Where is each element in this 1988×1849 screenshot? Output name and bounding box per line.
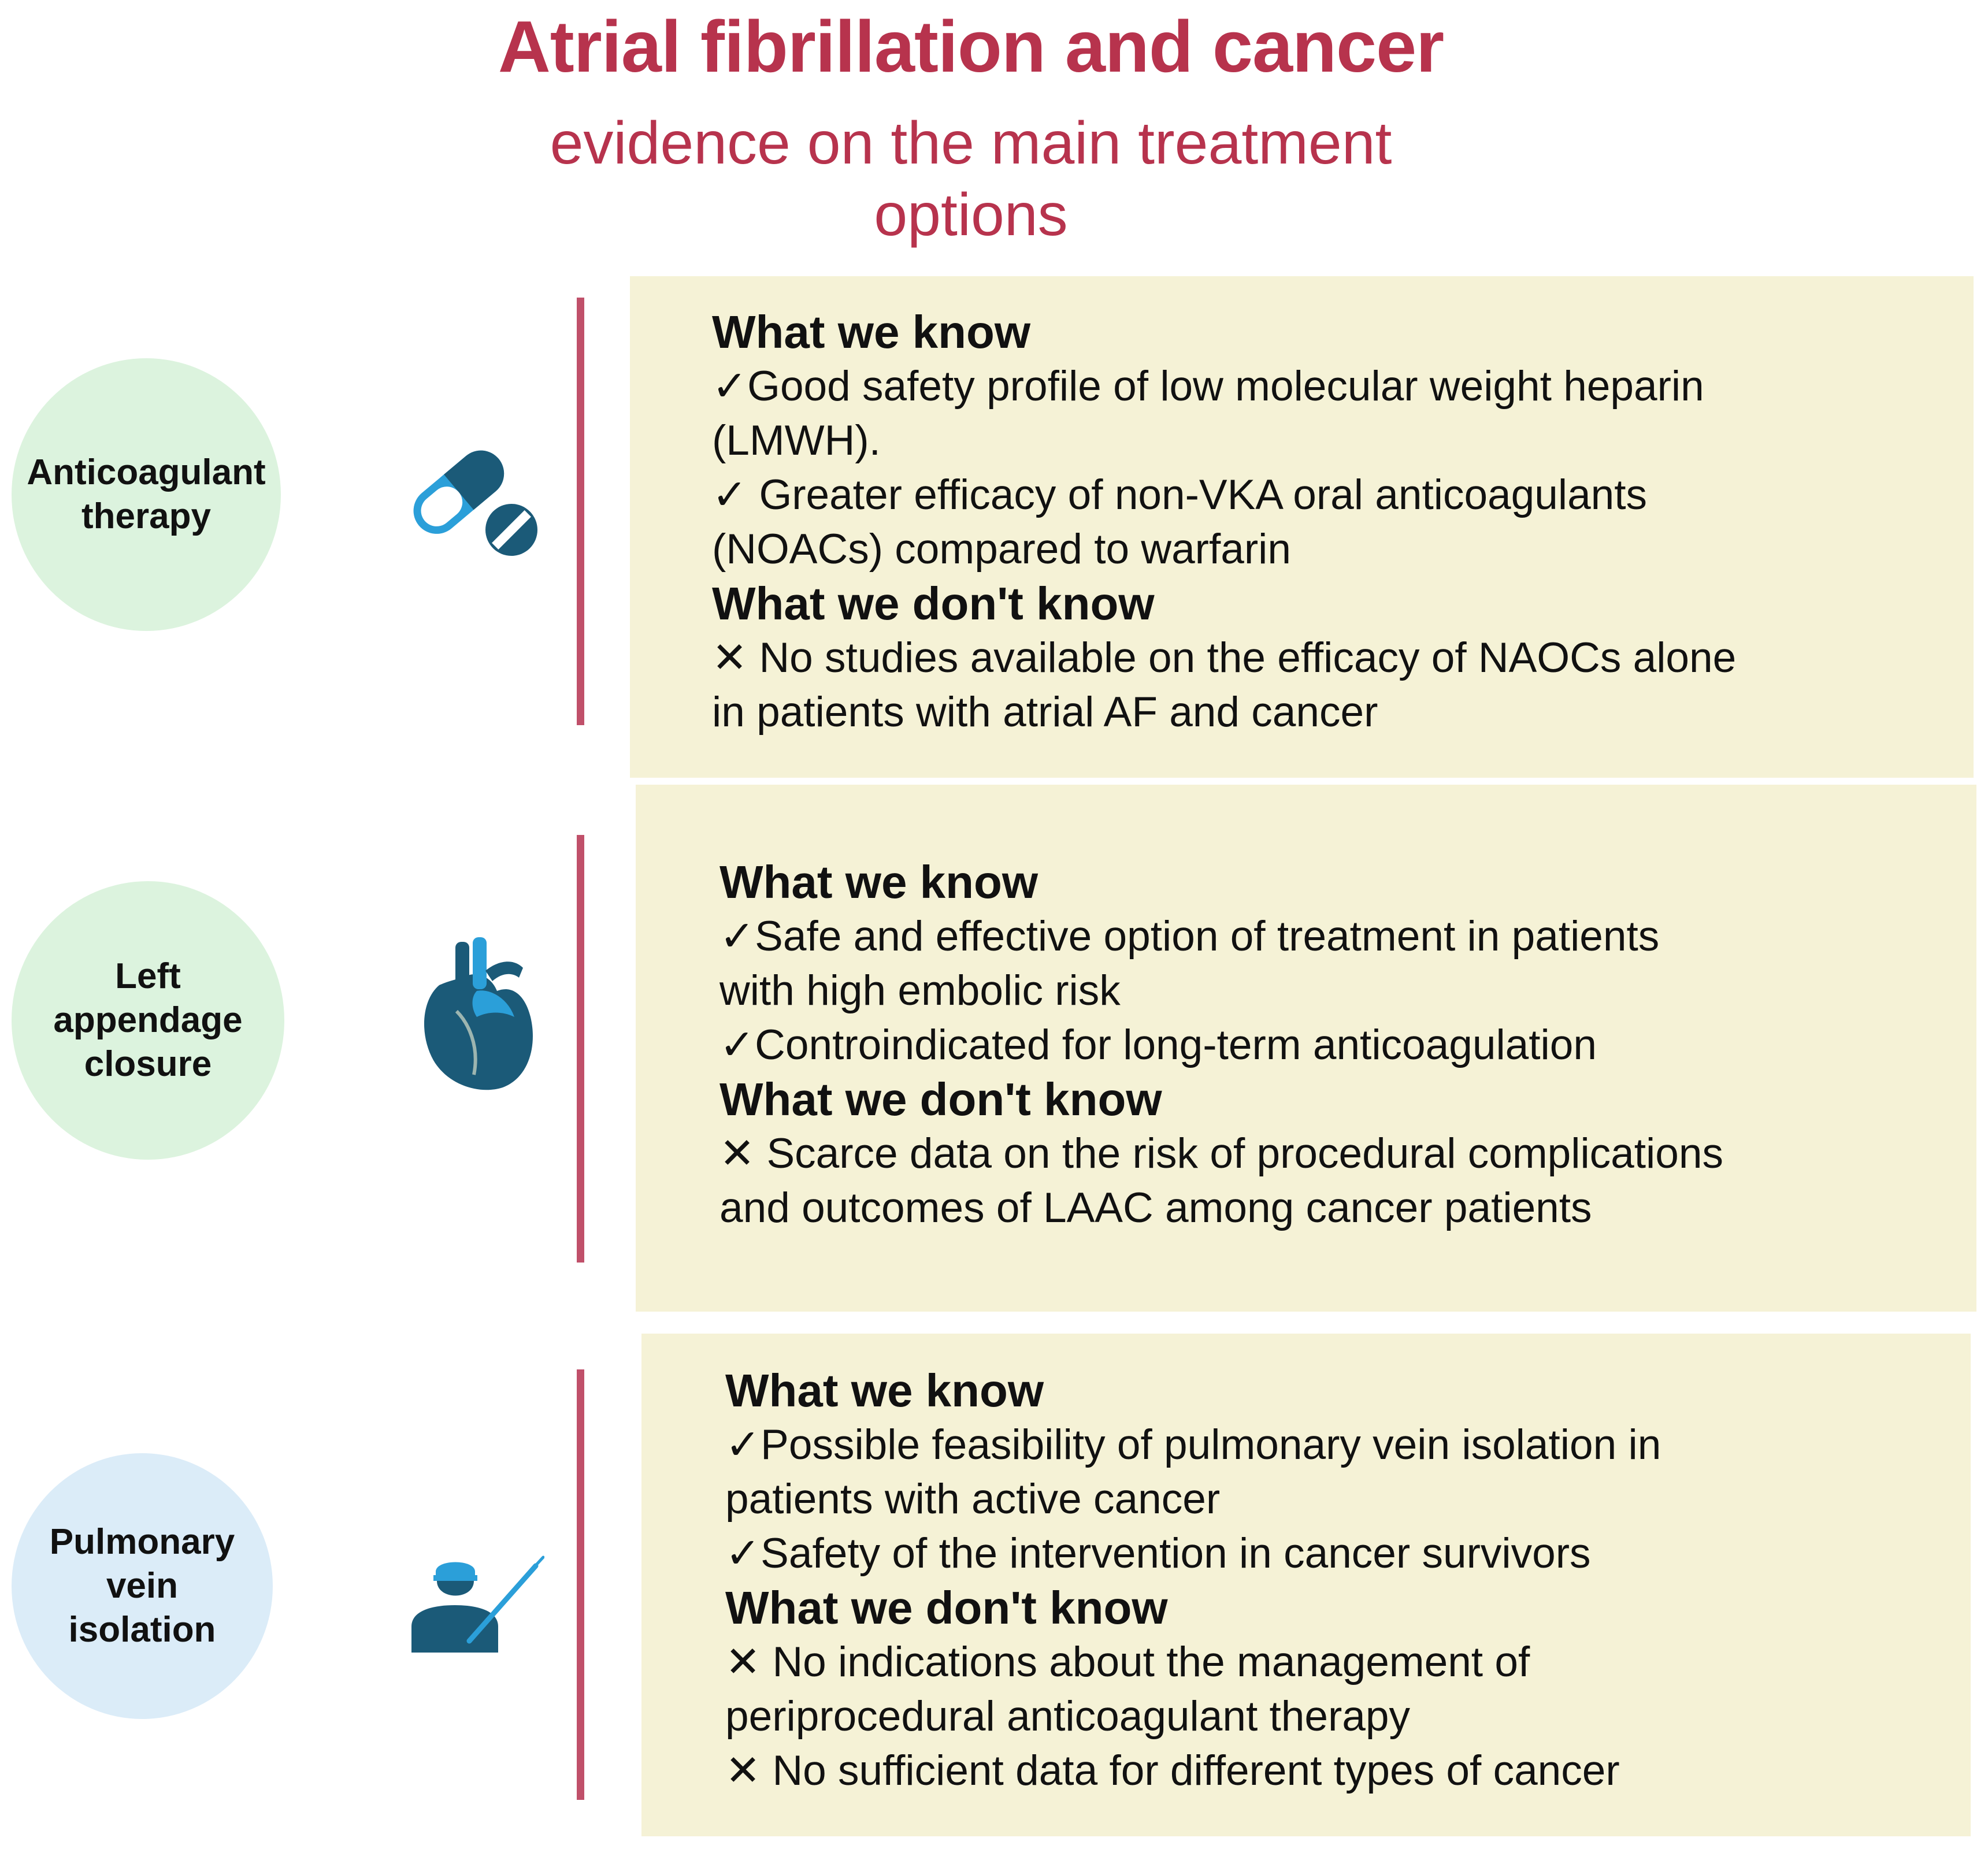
page-title: Atrial fibrillation and cancer: [498, 6, 1444, 87]
know-line: ✓ Greater efficacy of non-VKA oral antic…: [712, 471, 1648, 518]
what-we-know-heading: What we know: [712, 306, 1031, 358]
know-line: (NOACs) compared to warfarin: [712, 526, 1292, 573]
circle-label-line: Anticoagulant: [27, 452, 266, 492]
dont-know-line: ✕ No indications about the management of: [725, 1639, 1530, 1685]
dont-know-line: ✕ No studies available on the efficacy o…: [712, 634, 1737, 681]
know-line: ✓Safety of the intervention in cancer su…: [725, 1530, 1591, 1577]
what-we-know-heading: What we know: [725, 1365, 1044, 1416]
know-line: ✓Safe and effective option of treatment …: [719, 913, 1660, 960]
circle-pulmonary-vein-isolation: Pulmonary vein isolation: [12, 1453, 273, 1719]
circle-anticoagulant-therapy: Anticoagulant therapy: [12, 358, 281, 631]
circle-label-line: vein: [106, 1566, 179, 1606]
surgeon-icon: [411, 1555, 544, 1653]
circle-left-appendage-closure: Left appendage closure: [12, 881, 284, 1160]
dont-know-line: ✕ No sufficient data for different types…: [725, 1747, 1620, 1794]
dont-know-line: in patients with atrial AF and cancer: [712, 689, 1378, 736]
row-divider-line: [577, 298, 584, 725]
page-subtitle: evidence on the main treatment options: [393, 107, 1549, 251]
info-box-pulmonary-vein: [641, 1334, 1971, 1836]
dont-know-line: ✕ Scarce data on the risk of procedural …: [719, 1130, 1723, 1177]
info-box-anticoagulant: [630, 276, 1974, 778]
what-we-dont-know-heading: What we don't know: [712, 578, 1155, 629]
row-divider-line: [577, 835, 584, 1263]
circle-label-line: Left: [115, 956, 181, 996]
info-box-left-appendage: [636, 785, 1976, 1312]
info-content-left-appendage: What we know ✓Safe and effective option …: [719, 855, 1723, 1235]
know-line: ✓Possible feasibility of pulmonary vein …: [725, 1421, 1661, 1468]
row-divider-line: [577, 1369, 584, 1800]
know-line: ✓Good safety profile of low molecular we…: [712, 363, 1704, 410]
circle-label-line: closure: [84, 1044, 212, 1084]
circle-label-line: isolation: [68, 1610, 216, 1650]
pill-icon: [413, 450, 537, 556]
heart-icon: [424, 937, 533, 1090]
know-line: patients with active cancer: [725, 1476, 1221, 1523]
know-line: ✓Controindicated for long-term anticoagu…: [719, 1022, 1597, 1068]
what-we-dont-know-heading: What we don't know: [725, 1582, 1168, 1633]
circle-label-line: therapy: [81, 496, 211, 536]
know-line: (LMWH).: [712, 417, 881, 464]
circle-label-line: Pulmonary: [49, 1522, 235, 1562]
what-we-know-heading: What we know: [719, 856, 1038, 908]
dont-know-line: periprocedural anticoagulant therapy: [725, 1693, 1411, 1740]
subtitle-line: options: [874, 181, 1068, 248]
circle-label-line: appendage: [53, 1000, 243, 1040]
know-line: with high embolic risk: [719, 967, 1121, 1014]
dont-know-line: and outcomes of LAAC among cancer patien…: [719, 1185, 1592, 1231]
subtitle-line: evidence on the main treatment: [550, 110, 1392, 177]
info-content-pulmonary-vein: What we know ✓Possible feasibility of pu…: [725, 1364, 1661, 1798]
info-content-anticoagulant: What we know ✓Good safety profile of low…: [712, 305, 1736, 740]
what-we-dont-know-heading: What we don't know: [719, 1074, 1162, 1125]
